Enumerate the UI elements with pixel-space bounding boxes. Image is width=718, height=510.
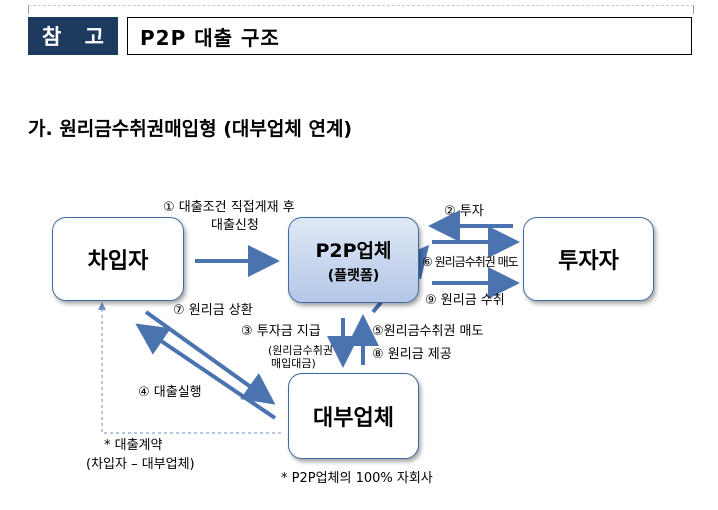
node-platform-label: P2P업체: [315, 239, 392, 262]
header-top-rule: [28, 5, 694, 14]
node-platform-sublabel: (플랫폼): [327, 267, 380, 284]
label-contract-1: * 대출계약: [104, 438, 163, 453]
label-loan-request-2: 대출신청: [211, 218, 259, 233]
node-borrower: 차입자: [52, 217, 184, 301]
label-repayment-lender: ⑦ 원리금 상환: [173, 303, 253, 318]
node-lender-label: 대부업체: [313, 406, 394, 431]
label-loan-execution: ④ 대출실행: [138, 385, 202, 400]
node-investor-label: 투자자: [558, 249, 619, 274]
label-payment-lender: ③ 투자금 지급: [241, 324, 321, 339]
label-repayment-investor: ⑨ 원리금 수취: [425, 293, 505, 308]
label-subsidiary-footnote: * P2P업체의 100% 자회사: [281, 471, 433, 486]
label-claim-sell-lender: ⑤원리금수취권 매도: [372, 324, 484, 339]
section-subtitle: 가. 원리금수취권매입형 (대부업체 연계): [28, 118, 353, 140]
node-investor: 투자자: [523, 217, 654, 301]
label-contract-2: (차입자 – 대부업체): [86, 457, 195, 472]
node-borrower-label: 차입자: [87, 249, 149, 274]
node-platform: P2P업체 (플랫폼): [288, 217, 419, 303]
node-lender: 대부업체: [288, 373, 419, 459]
reference-badge: 참 고: [28, 17, 118, 55]
page-title: P2P 대출 구조: [127, 17, 692, 55]
label-sell-claim-investor: ⑥ 원리금수취권 매도: [422, 255, 519, 269]
label-loan-request-1: ① 대출조건 직접게재 후: [163, 200, 295, 215]
dashed-contract-line: [101, 303, 283, 434]
rule-tick-right: [693, 6, 694, 14]
label-payment-note-1: (원리금수취권: [268, 344, 334, 357]
arrow-loan-execution: [135, 323, 277, 420]
label-payment-note-2: 매입대금): [271, 357, 316, 370]
rule-tick-left: [28, 6, 29, 14]
label-investment: ② 투자: [444, 204, 484, 219]
label-provide-repayment: ⑧ 원리금 제공: [372, 347, 452, 362]
